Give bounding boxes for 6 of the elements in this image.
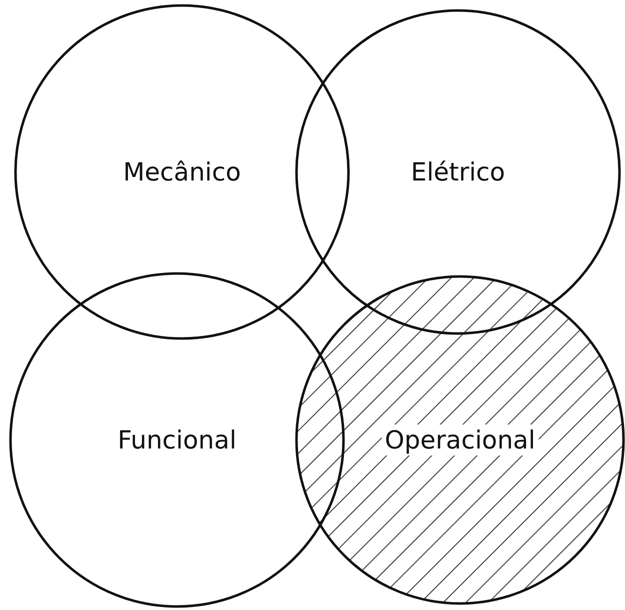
circle-label: Operacional <box>382 424 538 456</box>
circle-label: Elétrico <box>410 156 506 188</box>
circle-label: Mecânico <box>122 156 242 188</box>
circle-label: Funcional <box>116 424 238 456</box>
venn-circle <box>14 4 350 340</box>
venn-circle <box>295 275 625 605</box>
